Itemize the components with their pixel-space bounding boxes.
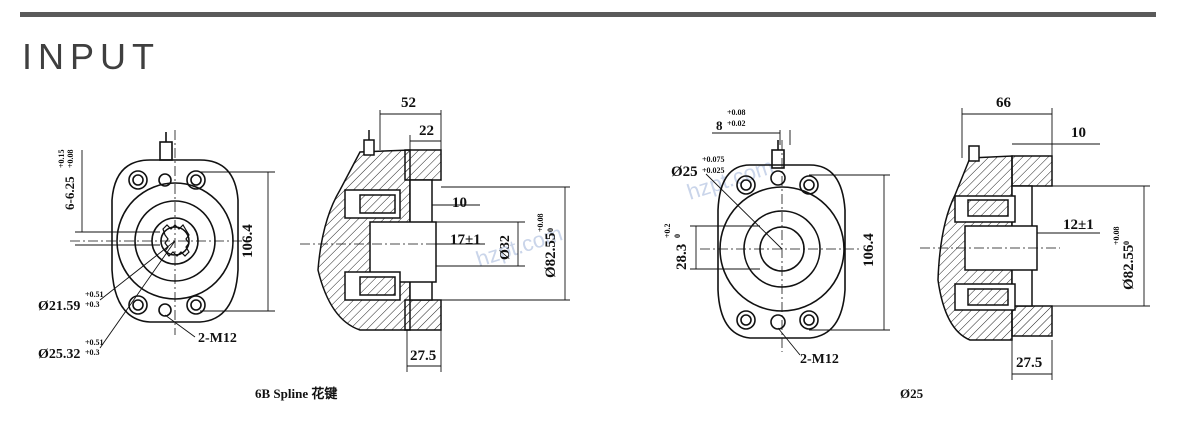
left-minor-tol-top: +0.51 [85, 290, 104, 299]
left-side-dimlines [379, 110, 570, 372]
right-shaft-tol-bot: +0.025 [702, 166, 725, 175]
left-pilot-tol-bot: 0 [546, 228, 555, 232]
top-divider-bar [20, 12, 1156, 17]
left-major-dia-dim: Ø25.32 [38, 347, 80, 362]
watermark-text-2: hzpt.com [684, 153, 777, 204]
right-pilot-tol-bot: 0 [1122, 241, 1131, 245]
right-depth-tol-top: +0.2 [663, 223, 672, 238]
right-depth-tol-bot: 0 [673, 234, 682, 238]
right-height-dim: 106.4 [861, 233, 877, 267]
right-key-tol-bot: +0.02 [727, 119, 746, 128]
left-pilot-dim: Ø82.55 [543, 233, 559, 278]
left-key-tol-top: +0.15 [57, 149, 66, 168]
left-overall-length-dim: 52 [401, 95, 416, 111]
right-front-centerlines [700, 140, 860, 352]
left-key-height-dim: 6-6.25 [62, 176, 77, 210]
left-flange-step-dim: 10 [452, 195, 467, 211]
left-minor-tol-bot: +0.3 [85, 300, 100, 309]
left-pilot-tol-top: +0.08 [536, 213, 545, 232]
left-flange-dim: 27.5 [410, 348, 436, 364]
section-title: INPUT [22, 36, 160, 77]
right-key-depth-dim: 28.3 [674, 244, 690, 270]
left-front-dimlines [75, 150, 275, 349]
right-overall-length-dim: 66 [996, 95, 1012, 111]
left-minor-dia-dim: Ø21.59 [38, 299, 80, 314]
right-stickout-dim: 12±1 [1063, 217, 1094, 233]
left-major-tol-bot: +0.3 [85, 348, 100, 357]
right-key-width-dim: 8 [716, 118, 723, 133]
left-key-tol-bot: +0.08 [66, 149, 75, 168]
right-key-tol-top: +0.08 [727, 108, 746, 117]
left-stickout-dim: 17±1 [450, 232, 481, 248]
left-front-centerlines [70, 130, 250, 335]
right-pilot-dim: Ø82.55 [1121, 245, 1137, 290]
left-shoulder-dim: 22 [419, 123, 434, 139]
left-bore-dim: Ø32 [498, 235, 513, 260]
right-bolts-dim: 2-M12 [800, 352, 839, 367]
right-flange-step-dim: 10 [1071, 125, 1086, 141]
right-shaft-dia-dim: Ø25 [671, 164, 698, 180]
right-caption: Ø25 [900, 386, 924, 401]
right-pilot-tol-top: +0.08 [1112, 226, 1121, 245]
right-flange-dim: 27.5 [1016, 355, 1042, 371]
left-major-tol-top: +0.51 [85, 338, 104, 347]
right-side-view [937, 145, 1053, 341]
left-height-dim: 106.4 [240, 224, 256, 258]
right-side-dimlines [961, 108, 1150, 380]
right-shaft-tol-top: +0.075 [702, 155, 725, 164]
left-side-view [317, 130, 442, 331]
right-front-dimlines [690, 130, 890, 356]
left-bolts-dim: 2-M12 [198, 331, 237, 346]
left-caption: 6B Spline 花键 [255, 386, 337, 401]
